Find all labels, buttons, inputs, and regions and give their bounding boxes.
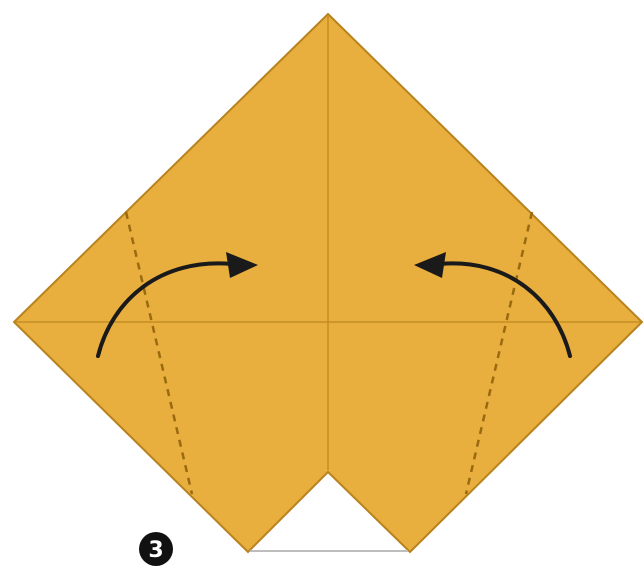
step-number: 3: [148, 538, 163, 563]
